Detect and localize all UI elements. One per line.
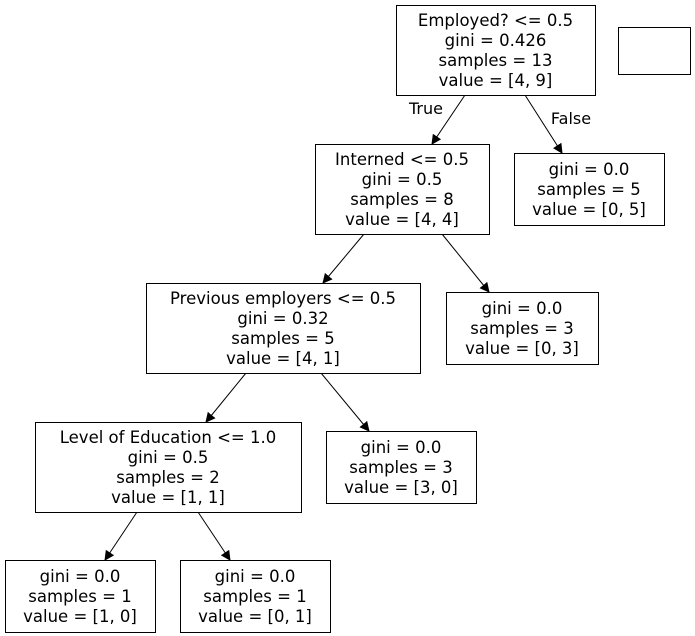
edge-arrow-n1-to-n4 — [441, 233, 490, 293]
edge-arrow-n1-to-n3 — [322, 233, 365, 284]
node-text-line: gini = 0.5 — [362, 170, 443, 189]
node-text-line: samples = 5 — [231, 329, 334, 348]
node-box — [514, 153, 665, 226]
node-text-line: samples = 3 — [349, 458, 452, 477]
node-text-line: gini = 0.32 — [237, 309, 328, 328]
node-text-line: value = [0, 5] — [532, 200, 646, 219]
node-text-line: value = [1, 0] — [23, 607, 137, 626]
legend-box-frame — [618, 27, 691, 75]
node-text-line: Level of Education <= 1.0 — [60, 428, 276, 447]
node-text-line: gini = 0.0 — [482, 299, 563, 318]
node-text-line: value = [4, 1] — [226, 349, 340, 368]
edge-arrow-n3-to-n5 — [205, 372, 247, 423]
node-text-line: samples = 8 — [350, 190, 453, 209]
node-text-line: gini = 0.0 — [549, 160, 630, 179]
node-box — [5, 560, 156, 633]
node-text-line: value = [1, 1] — [111, 488, 225, 507]
node-box — [35, 422, 302, 513]
edge-arrow-n5-to-n7 — [104, 511, 138, 561]
edge-arrow-n0-to-n2 — [524, 94, 563, 154]
node-box — [446, 292, 599, 365]
legend-box — [618, 27, 691, 75]
node-text-line: samples = 1 — [28, 587, 131, 606]
node-text-line: gini = 0.0 — [215, 567, 296, 586]
node-box — [315, 144, 490, 235]
node-text-line: value = [4, 4] — [345, 210, 459, 229]
edge-arrow-n0-to-n1 — [431, 94, 466, 145]
node-text-line: gini = 0.426 — [445, 31, 547, 50]
edge-label-true: True — [408, 99, 443, 118]
node-text-line: Employed? <= 0.5 — [418, 11, 573, 30]
node-text-line: gini = 0.5 — [128, 448, 209, 467]
node-text-line: samples = 5 — [537, 180, 640, 199]
node-text-line: gini = 0.0 — [361, 438, 442, 457]
edge-label-false: False — [551, 109, 591, 128]
node-box — [180, 560, 331, 633]
edge-arrow-n5-to-n8 — [197, 511, 231, 561]
node-box — [326, 431, 477, 504]
node-text-line: gini = 0.0 — [40, 567, 121, 586]
node-text-line: value = [0, 3] — [465, 339, 579, 358]
node-text-line: samples = 2 — [116, 468, 219, 487]
node-text-line: value = [3, 0] — [344, 478, 458, 497]
node-text-line: samples = 1 — [203, 587, 306, 606]
edge-arrow-n3-to-n6 — [320, 372, 370, 432]
node-box — [146, 283, 421, 374]
node-text-line: value = [4, 9] — [439, 71, 553, 90]
node-text-line: value = [0, 1] — [198, 607, 312, 626]
node-text-line: Interned <= 0.5 — [335, 150, 469, 169]
node-text-line: samples = 3 — [470, 319, 573, 338]
node-text-line: samples = 13 — [439, 51, 553, 70]
node-box — [396, 5, 596, 96]
node-text-line: Previous employers <= 0.5 — [170, 289, 396, 308]
